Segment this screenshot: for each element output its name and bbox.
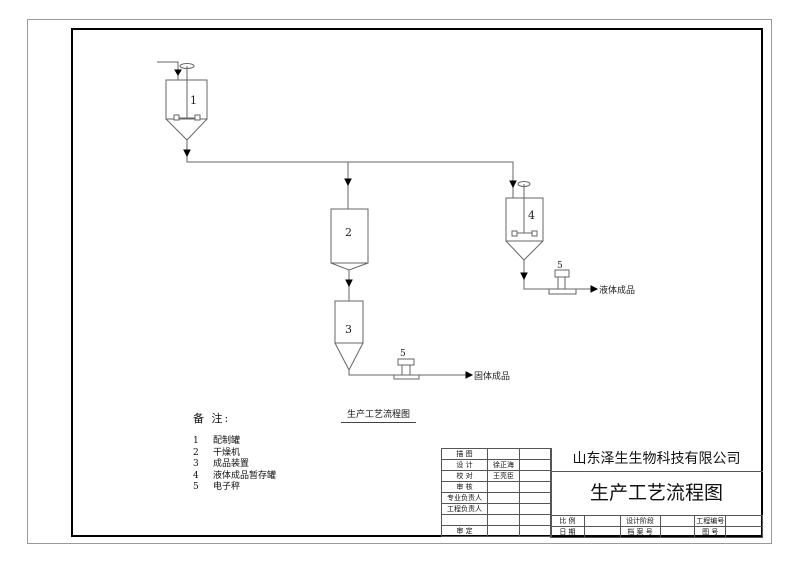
info-label: 设计阶段 (619, 515, 661, 527)
legend-name: 干燥机 (213, 447, 241, 458)
label-5-liquid: 5 (557, 261, 563, 271)
legend-item: 1 配制罐 (193, 436, 276, 448)
inlet-arrow-icon (174, 69, 182, 76)
legend-num: 2 (193, 447, 199, 458)
legend-name: 成品装置 (213, 459, 250, 469)
sig-value (487, 481, 520, 493)
sig-label: 校 对 (441, 470, 488, 482)
sig-value (487, 448, 520, 460)
info-label: 档 案 号 (619, 526, 661, 538)
flow-arrow-icon (465, 371, 474, 379)
info-value (659, 515, 696, 527)
info-value (583, 526, 621, 538)
solid-product-pipe (348, 370, 468, 376)
solid-product-label: 固体成品 (474, 370, 510, 382)
sig-value: 王亮臣 (487, 470, 520, 482)
info-value (583, 515, 621, 527)
scale-5-solid (393, 358, 420, 380)
info-value (659, 526, 696, 538)
tank-1 (165, 63, 208, 141)
diagram-caption: 生产工艺流程图 (341, 407, 417, 423)
legend-name: 配制罐 (213, 436, 241, 446)
flow-arrow-icon (509, 180, 517, 189)
liquid-product-label: 液体成品 (599, 284, 635, 296)
label-1: 1 (190, 94, 197, 107)
signature-table: 描 图 设 计徐正海 校 对王亮臣 审 核 专业负责人 工程负责人 审 定 (441, 448, 552, 537)
flow-arrow-icon (520, 272, 528, 281)
sig-label: 专业负责人 (441, 492, 488, 504)
info-label: 日 期 (550, 526, 585, 538)
divider (550, 448, 551, 537)
main-pipe (186, 140, 514, 198)
scale-5-liquid (548, 269, 577, 295)
drawing-title: 生产工艺流程图 (589, 482, 723, 504)
flow-arrow-icon (183, 149, 191, 158)
legend-num: 1 (193, 436, 199, 446)
legend-num: 5 (193, 482, 199, 492)
info-value (725, 515, 763, 527)
legend-num: 4 (193, 470, 199, 481)
legend-item: 2 干燥机 (193, 448, 276, 460)
label-5-solid: 5 (400, 349, 406, 359)
sig-label: 工程负责人 (441, 503, 488, 515)
legend-title: 备 注: (193, 412, 231, 425)
legend-num: 3 (193, 459, 199, 469)
legend-name: 液体成品暂存罐 (213, 470, 277, 481)
sig-label (441, 514, 488, 526)
sig-value (487, 514, 520, 526)
info-table: 比 例 设计阶段 工程编号 日 期 档 案 号 图 号 (550, 515, 763, 538)
flow-arrow-icon (345, 279, 353, 288)
info-value (725, 526, 763, 538)
sig-value (487, 492, 520, 504)
label-4: 4 (528, 209, 535, 222)
flow-arrow-icon (344, 178, 352, 187)
sig-value (487, 525, 520, 537)
legend-item: 5 电子秤 (193, 482, 276, 494)
sig-label: 审 定 (441, 525, 488, 537)
info-label: 工程编号 (694, 515, 727, 527)
sig-label: 审 核 (441, 481, 488, 493)
sig-label: 设 计 (441, 459, 488, 471)
info-label: 图 号 (694, 526, 727, 538)
sig-label: 描 图 (441, 448, 488, 460)
outer-border (27, 19, 772, 544)
title-block: 描 图 设 计徐正海 校 对王亮臣 审 核 专业负责人 工程负责人 审 定 山东… (441, 448, 763, 538)
tank-4 (505, 181, 544, 261)
label-2: 2 (345, 226, 352, 239)
tank-2 (330, 208, 369, 271)
legend-name: 电子秤 (213, 482, 241, 492)
drawing-frame (71, 28, 763, 537)
company-name: 山东泽生生物科技有限公司 (550, 448, 763, 472)
legend-item: 3 成品装置 (193, 459, 276, 471)
inlet-pipe (157, 61, 179, 80)
legend: 备 注: 1 配制罐 2 干燥机 3 成品装置 4 液体成品暂存罐 5 电子秤 (193, 410, 276, 494)
label-3: 3 (345, 323, 352, 336)
legend-item: 4 液体成品暂存罐 (193, 471, 276, 483)
sig-value (487, 503, 520, 515)
sig-value: 徐正海 (487, 459, 520, 471)
flow-arrow-icon (590, 285, 599, 293)
info-label: 比 例 (550, 515, 585, 527)
